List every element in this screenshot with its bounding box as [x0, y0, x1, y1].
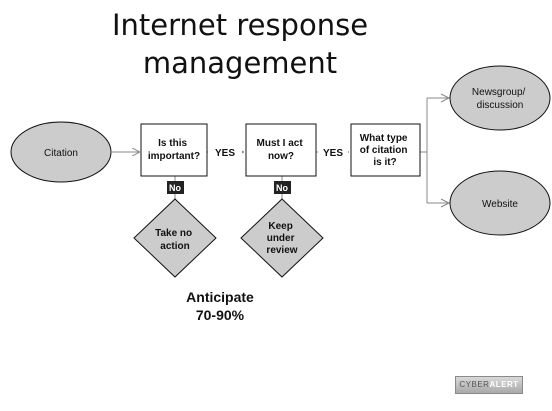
important-label: Is this important?	[148, 138, 200, 162]
no-label-bg-2	[274, 181, 291, 194]
act-now-decision-box	[245, 123, 317, 177]
arrowhead-website	[440, 198, 451, 208]
anticipate-line-1: Anticipate	[186, 289, 254, 305]
no-label-1: No	[169, 183, 181, 193]
keep-under-review-node	[240, 198, 324, 278]
cyberalert-logo: CYBERALERT	[455, 376, 523, 394]
title-line-1: Internet response	[111, 8, 369, 42]
no-label-bg-1	[167, 181, 184, 194]
logo-part-1: CYBER	[459, 380, 490, 389]
yes-label-2: YES	[323, 148, 343, 159]
citation-type-box	[350, 123, 421, 177]
no-label-2: No	[276, 183, 288, 193]
important-decision-box	[140, 123, 208, 177]
title-line-2: management	[142, 46, 338, 80]
website-label: Website	[482, 199, 518, 210]
keep-under-review-label: Keep under review	[266, 221, 297, 256]
citation-node	[10, 121, 112, 183]
yes-label-bg-1	[208, 145, 242, 159]
yes-label-1: YES	[215, 148, 235, 159]
website-node	[449, 170, 551, 236]
slide-title: Internet response management	[70, 6, 410, 82]
anticipate-note: Anticipate 70-90%	[160, 288, 280, 324]
act-now-label: Must I act now?	[257, 138, 306, 162]
take-no-action-label: Take no action	[155, 228, 195, 252]
newsgroup-label: Newsgroup/ discussion	[472, 87, 528, 111]
connector-type-branch	[420, 97, 449, 204]
anticipate-percentage: 70-90%	[195, 307, 245, 323]
newsgroup-node	[449, 65, 551, 131]
yes-label-bg-2	[318, 145, 348, 159]
logo-part-2: ALERT	[489, 380, 519, 389]
citation-type-label: What type of citation is it?	[360, 133, 411, 168]
arrowhead-newsgroup	[440, 93, 451, 103]
citation-label: Citation	[44, 148, 78, 159]
take-no-action-node	[133, 198, 217, 278]
